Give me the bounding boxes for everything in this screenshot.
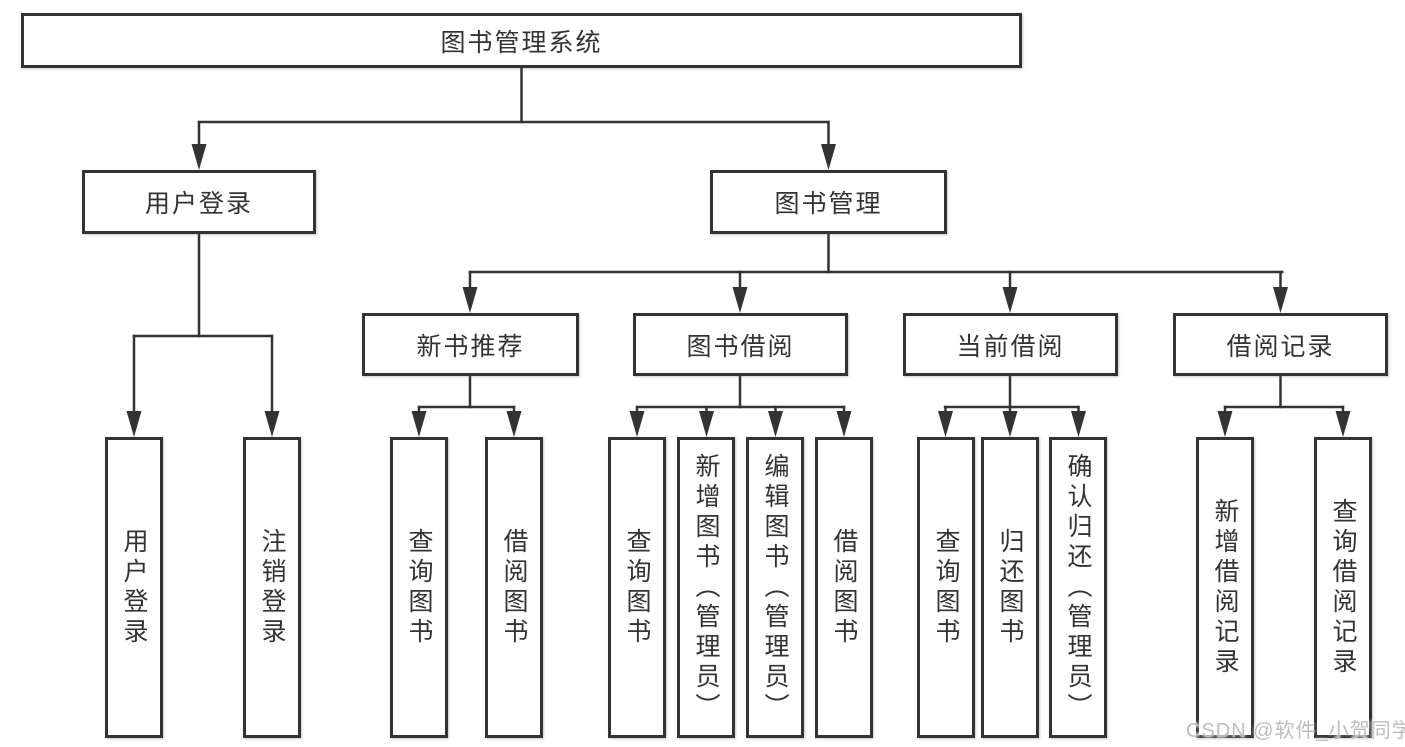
node-user-login: 用户登录 (82, 170, 316, 234)
leaf-return-book: 归还图书 (981, 437, 1039, 738)
leaf-logout: 注销登录 (243, 437, 301, 738)
leaf-borrow-books-recommend: 借阅图书 (485, 437, 543, 738)
node-root-library-system: 图书管理系统 (21, 13, 1022, 68)
leaf-add-book-admin: 新增图书（管理员） (677, 437, 735, 738)
node-book-management: 图书管理 (710, 170, 947, 234)
leaf-user-login: 用户登录 (105, 437, 163, 738)
arrow-down-icons (126, 144, 1351, 437)
leaf-borrow-books: 借阅图书 (815, 437, 873, 738)
node-book-borrow: 图书借阅 (633, 313, 848, 376)
leaf-add-borrow-record: 新增借阅记录 (1196, 437, 1254, 738)
leaf-query-borrow-record: 查询借阅记录 (1314, 437, 1372, 738)
leaf-query-books-recommend: 查询图书 (390, 437, 448, 738)
node-borrow-records: 借阅记录 (1173, 313, 1388, 376)
leaf-edit-book-admin: 编辑图书（管理员） (746, 437, 804, 738)
node-new-book-recommend: 新书推荐 (362, 313, 579, 376)
leaf-query-books-current: 查询图书 (917, 437, 975, 738)
leaf-query-books-borrow: 查询图书 (608, 437, 666, 738)
csdn-watermark: CSDN @软件_小贺同学 (1186, 720, 1405, 742)
node-current-borrow: 当前借阅 (903, 313, 1118, 376)
leaf-confirm-return-admin: 确认归还（管理员） (1049, 437, 1107, 738)
